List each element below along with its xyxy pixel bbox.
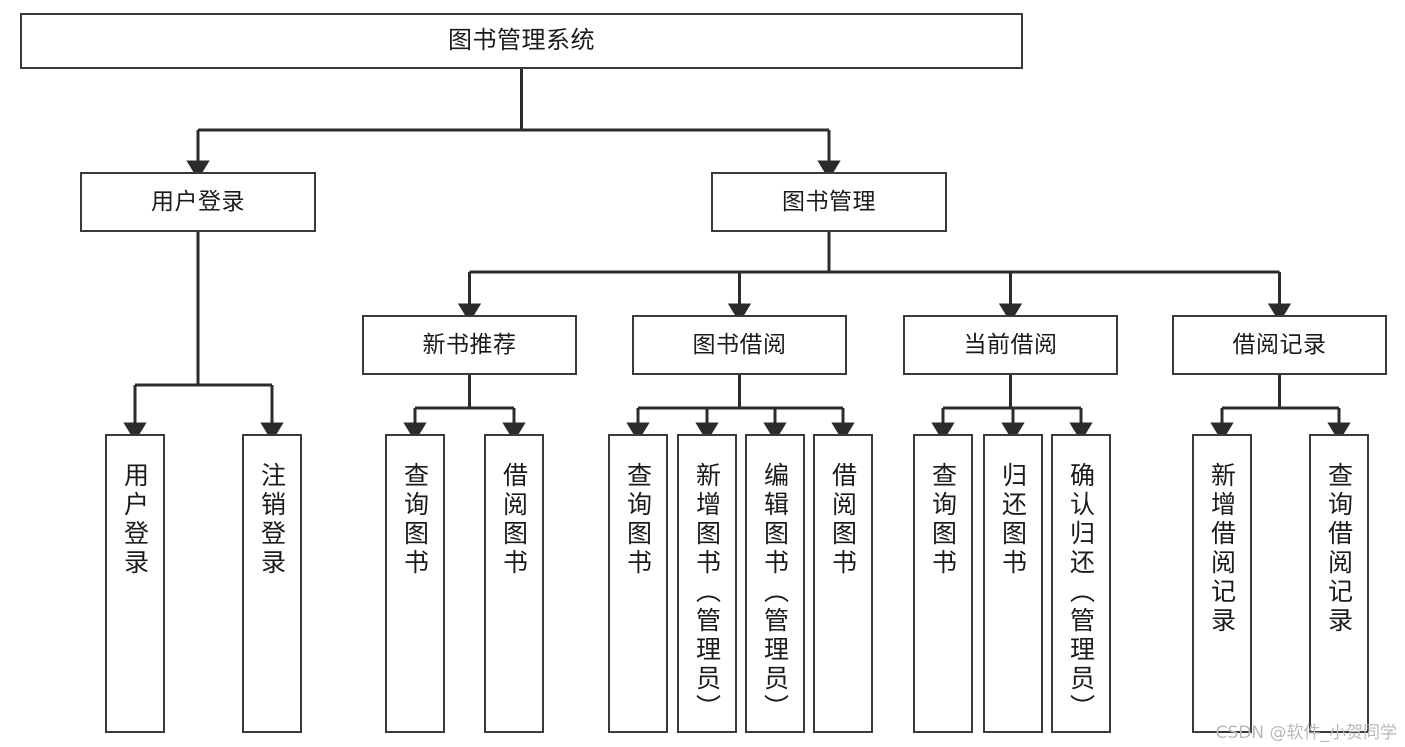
node-book-borrow[interactable]: 图书借阅 (632, 315, 847, 375)
node-new-book-rec-label: 新书推荐 (422, 331, 517, 358)
leaf-add-record[interactable]: 新增借阅记录 (1192, 434, 1252, 733)
leaf-logout[interactable]: 注销登录 (242, 434, 302, 733)
node-new-book-rec[interactable]: 新书推荐 (362, 315, 577, 375)
node-book-borrow-label: 图书借阅 (692, 331, 787, 358)
leaf-logout-label: 注销登录 (257, 462, 287, 578)
leaf-borrow-book-rec[interactable]: 借阅图书 (484, 434, 544, 733)
node-root[interactable]: 图书管理系统 (20, 13, 1023, 69)
leaf-user-login-label: 用户登录 (120, 462, 150, 578)
node-borrow-record-label: 借阅记录 (1232, 331, 1327, 358)
node-borrow-record[interactable]: 借阅记录 (1172, 315, 1387, 375)
node-book-manage-label: 图书管理 (782, 188, 876, 215)
leaf-query-book-borrow-label: 查询图书 (623, 462, 653, 578)
leaf-edit-book-label: 编辑图书（管理员） (760, 462, 790, 723)
leaf-confirm-return[interactable]: 确认归还（管理员） (1051, 434, 1111, 733)
watermark-text: CSDN @软件_小贺同学 (1215, 723, 1397, 743)
leaf-query-book-rec-label: 查询图书 (400, 462, 430, 578)
leaf-borrow-book-rec-label: 借阅图书 (499, 462, 529, 578)
leaf-return-book-label: 归还图书 (998, 462, 1028, 578)
node-root-label: 图书管理系统 (448, 26, 595, 55)
leaf-query-record-label: 查询借阅记录 (1324, 462, 1354, 636)
leaf-add-book-label: 新增图书（管理员） (692, 462, 722, 723)
node-user-login-label: 用户登录 (151, 188, 245, 215)
tree-edges (123, 69, 1351, 442)
leaf-query-book-cur[interactable]: 查询图书 (913, 434, 973, 733)
node-current-borrow-label: 当前借阅 (963, 331, 1058, 358)
leaf-borrow-book-label: 借阅图书 (828, 462, 858, 578)
leaf-add-record-label: 新增借阅记录 (1207, 462, 1237, 636)
leaf-query-record[interactable]: 查询借阅记录 (1309, 434, 1369, 733)
node-book-manage[interactable]: 图书管理 (711, 172, 947, 232)
node-current-borrow[interactable]: 当前借阅 (903, 315, 1118, 375)
leaf-query-book-borrow[interactable]: 查询图书 (608, 434, 668, 733)
leaf-return-book[interactable]: 归还图书 (983, 434, 1043, 733)
leaf-borrow-book[interactable]: 借阅图书 (813, 434, 873, 733)
leaf-edit-book[interactable]: 编辑图书（管理员） (745, 434, 805, 733)
leaf-user-login[interactable]: 用户登录 (105, 434, 165, 733)
leaf-query-book-cur-label: 查询图书 (928, 462, 958, 578)
node-user-login[interactable]: 用户登录 (80, 172, 316, 232)
leaf-add-book[interactable]: 新增图书（管理员） (677, 434, 737, 733)
leaf-confirm-return-label: 确认归还（管理员） (1066, 462, 1096, 723)
leaf-query-book-rec[interactable]: 查询图书 (385, 434, 445, 733)
